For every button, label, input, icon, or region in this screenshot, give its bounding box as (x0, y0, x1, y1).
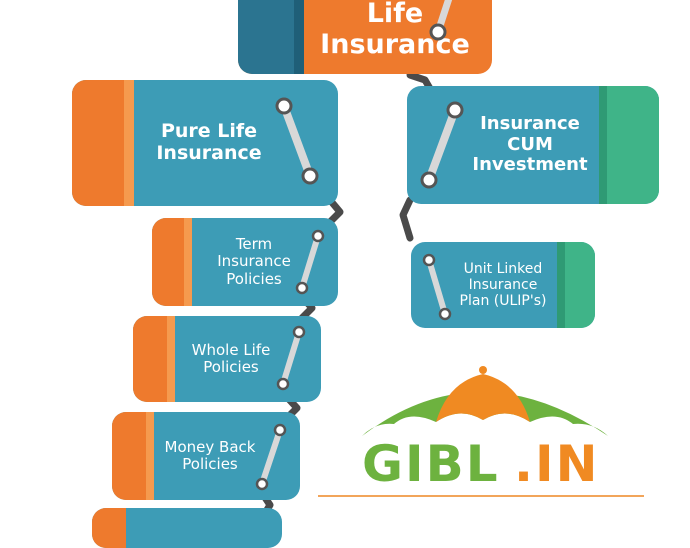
node-ulip: Unit Linked Insurance Plan (ULIP's) (411, 242, 595, 328)
node-stripe (112, 412, 146, 500)
node-label-term: Term Insurance Policies (217, 235, 291, 288)
link-icon (275, 97, 319, 185)
link-icon (295, 229, 325, 295)
link-icon (429, 0, 453, 41)
node-stripe-light (146, 412, 154, 500)
umbrella-icon (318, 366, 644, 497)
node-stripe (152, 218, 184, 306)
link-icon (276, 325, 306, 391)
node-money-back-policies: Money Back Policies (112, 412, 300, 500)
node-stripe (607, 86, 659, 204)
node-stripe-dark (599, 86, 607, 204)
node-label-whole-life: Whole Life Policies (191, 340, 271, 376)
node-stripe (72, 80, 124, 206)
root-node-life-insurance: Life Insurance (238, 0, 492, 74)
node-stripe (133, 316, 167, 402)
logo-brand-letters: GIBL (362, 435, 500, 493)
node-whole-life-policies: Whole Life Policies (133, 316, 321, 402)
node-insurance-cum-investment: Insurance CUM Investment (407, 86, 659, 204)
root-stripe (238, 0, 294, 74)
node-stripe-light (184, 218, 192, 306)
node-stripe-dark (557, 242, 565, 328)
node-label-insurance-cum: Insurance CUM Investment (472, 112, 588, 176)
node-term-insurance-policies: Term Insurance Policies (152, 218, 338, 306)
gibl-logo: GIBL .IN (318, 362, 648, 502)
node-stripe (92, 508, 126, 548)
node-label-money-back: Money Back Policies (164, 437, 256, 473)
node-stripe-light (124, 80, 134, 206)
link-icon (255, 423, 287, 491)
node-partial-bottom (92, 508, 282, 548)
node-stripe-light (167, 316, 175, 402)
node-label-ulip: Unit Linked Insurance Plan (ULIP's) (459, 260, 547, 310)
node-pure-life-insurance: Pure Life Insurance (72, 80, 338, 206)
link-icon (422, 253, 452, 321)
root-stripe-dark (294, 0, 304, 74)
root-label: Life Insurance (320, 0, 470, 60)
logo-brand-suffix: .IN (514, 435, 600, 493)
node-label-pure-life: Pure Life Insurance (156, 120, 262, 164)
node-stripe (565, 242, 595, 328)
link-icon (420, 101, 464, 189)
